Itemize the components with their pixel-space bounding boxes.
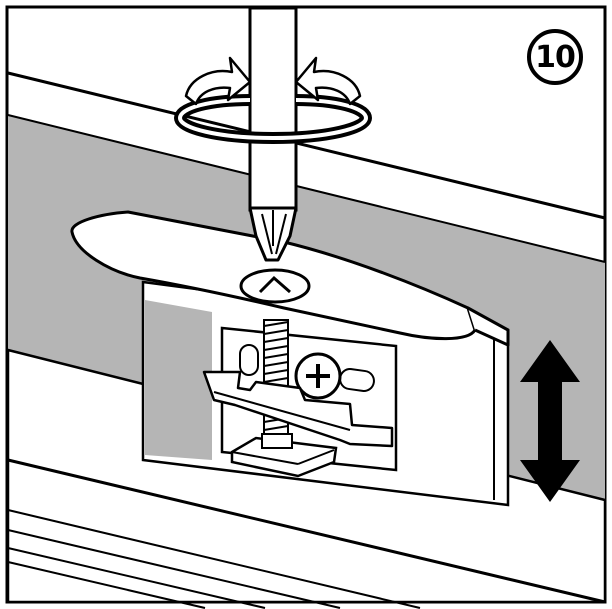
recess-top-edge [7, 114, 606, 263]
front-panel-groove-3 [7, 547, 266, 609]
clamp-plate-bend [213, 391, 351, 431]
front-panel-groove-4 [7, 561, 206, 609]
up-down-arrow-icon [520, 340, 580, 502]
rotate-arrows-icon [173, 56, 373, 145]
phillips-screw-icon [294, 352, 342, 400]
cabinet-top-edge [7, 71, 606, 220]
clamp-plate [202, 370, 394, 448]
tab-plate-screw-hole [239, 268, 311, 304]
screw-slot-mark [258, 275, 291, 294]
foot-nut [230, 436, 338, 478]
step-number-badge: 10 [527, 29, 583, 85]
mounting-plate-shadow [145, 300, 212, 460]
screwdriver-icon [248, 6, 298, 262]
bracket-slot-left [239, 344, 259, 376]
front-panel-groove-1 [7, 509, 421, 609]
tab-plate-lip [467, 306, 510, 347]
front-panel-groove-2 [7, 529, 341, 609]
foot-nut-collar [261, 433, 293, 449]
foot-nut-edge-2 [297, 449, 335, 465]
front-panel-edge [7, 458, 606, 604]
foot-nut-edge [231, 451, 299, 465]
